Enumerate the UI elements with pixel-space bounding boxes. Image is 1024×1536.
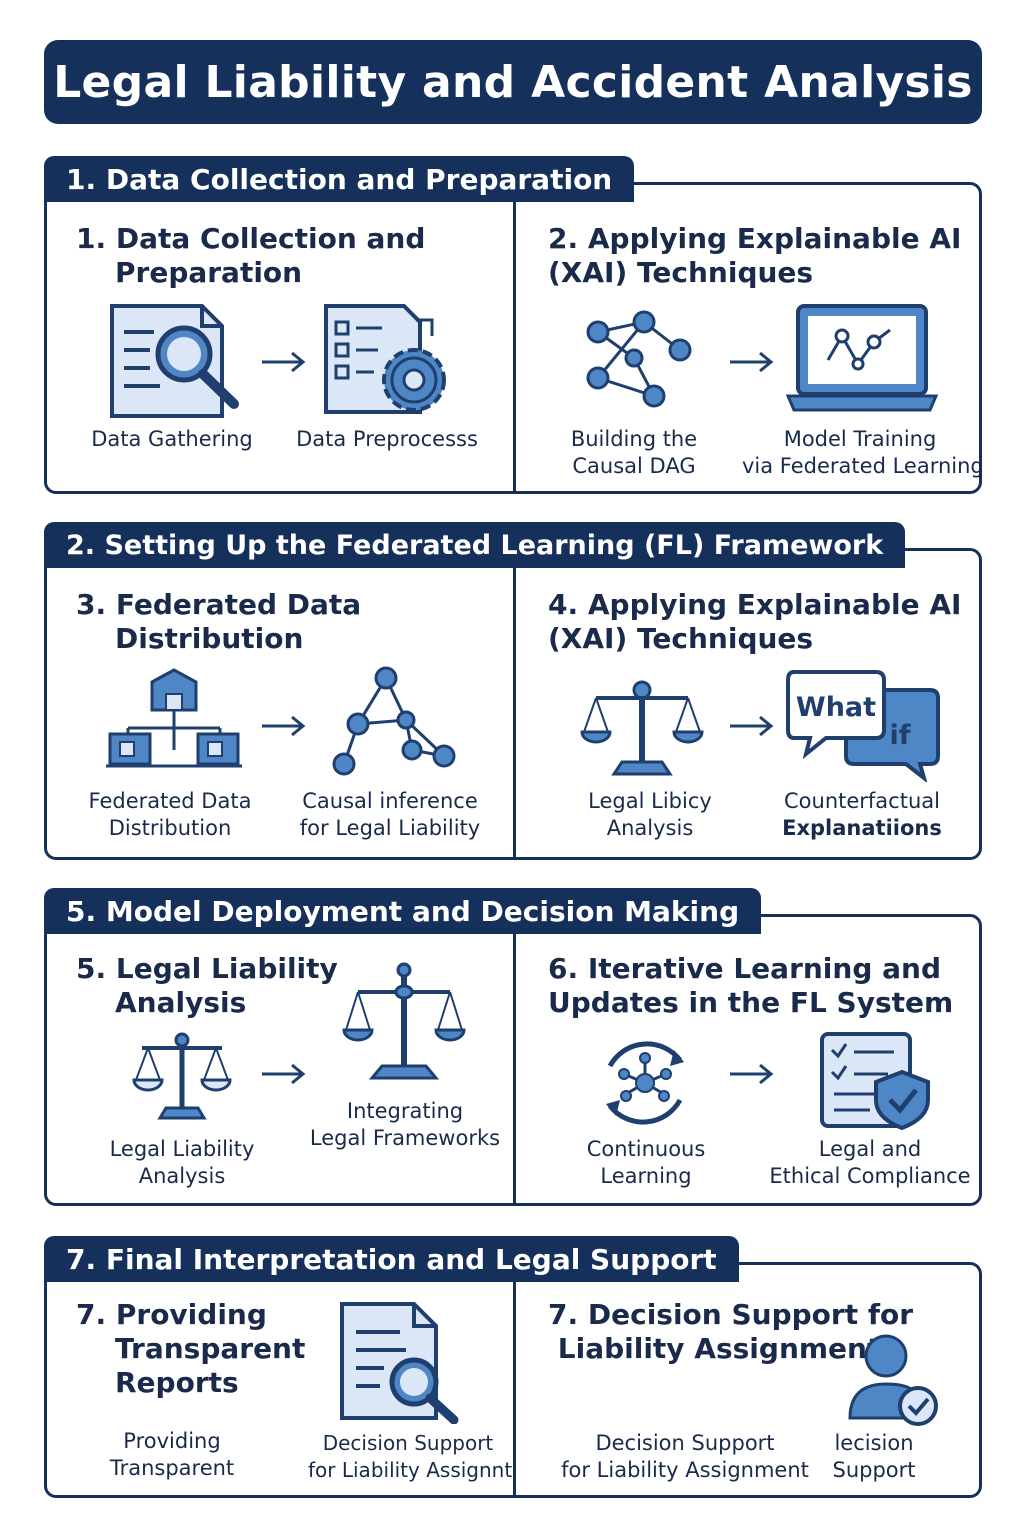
step-caption: Data Gathering <box>91 427 253 451</box>
step-caption: Building the Causal DAG <box>570 427 698 478</box>
step-caption: Federated Data Distribution <box>88 789 252 840</box>
step-caption: Decision Support for Liability Assignnt <box>308 1431 513 1482</box>
step-caption: Legal Libicy Analysis <box>588 789 712 840</box>
section-tab: 1. Data Collection and Preparation <box>44 156 635 202</box>
bubble-text-if: if <box>889 720 910 751</box>
step-caption: Decision Support for Liability Assignmen… <box>561 1431 809 1482</box>
step-heading: 6. Iterative Learning and Updates in the… <box>548 952 954 1019</box>
step-heading: 2. Applying Explainable AI (XAI) Techniq… <box>548 222 962 289</box>
step-heading: 7. Providing Transparent Reports <box>76 1298 306 1399</box>
step-caption: Legal and Ethical Compliance <box>769 1137 971 1188</box>
arrow-right-icon <box>730 1063 774 1085</box>
section-tab: 5. Model Deployment and Decision Making <box>44 888 762 934</box>
step-caption: Continuous Learning <box>586 1137 706 1188</box>
what-if-speech-bubbles-icon: What if <box>786 670 940 782</box>
section-tab: 2. Setting Up the Federated Learning (FL… <box>44 522 906 568</box>
step-heading: 5. Legal Liability Analysis <box>76 952 338 1019</box>
step-heading: 7. Decision Support for Liability Assign… <box>548 1298 914 1365</box>
section-final-interpretation: 7. Final Interpretation and Legal Suppor… <box>44 1236 982 1498</box>
panel-divider <box>513 1265 516 1495</box>
federated-buildings-icon <box>106 668 242 768</box>
step-caption: Model Training via Federated Learning <box>742 427 984 478</box>
step-heading: 1. Data Collection and Preparation <box>76 222 426 289</box>
user-check-icon <box>848 1334 938 1426</box>
step-caption: Integrating Legal Frameworks <box>309 1099 501 1150</box>
checklist-gear-icon <box>324 304 446 414</box>
laptop-chart-icon <box>786 304 938 412</box>
step-caption: Counterfactual <box>784 789 940 813</box>
arrow-right-icon <box>730 351 774 373</box>
network-graph-icon <box>332 666 456 776</box>
arrow-right-icon <box>730 715 774 737</box>
section-tab: 7. Final Interpretation and Legal Suppor… <box>44 1236 739 1282</box>
panel-divider <box>513 551 516 857</box>
page-title: Legal Liability and Accident Analysis <box>44 40 982 124</box>
step-caption: lecision Support <box>832 1431 916 1482</box>
panel-divider <box>513 185 516 491</box>
balance-scale-icon <box>342 962 466 1080</box>
balance-scale-icon <box>132 1032 232 1120</box>
panel-divider <box>513 917 516 1203</box>
step-heading: 3. Federated Data Distribution <box>76 588 362 655</box>
step-caption: Explanatiions <box>782 816 942 840</box>
balance-scale-icon <box>580 680 704 776</box>
arrow-right-icon <box>262 1063 306 1085</box>
report-search-icon <box>340 1302 459 1424</box>
arrow-right-icon <box>262 351 306 373</box>
bubble-text-what: What <box>796 692 876 723</box>
step-caption: Data Preprocesss <box>296 427 478 451</box>
continuous-learning-cycle-icon <box>606 1041 684 1125</box>
arrow-right-icon <box>262 715 306 737</box>
document-search-icon <box>110 304 239 418</box>
step-caption: Legal Liability Analysis <box>109 1137 255 1188</box>
causal-graph-icon <box>586 310 692 408</box>
section-panel <box>44 1262 982 1498</box>
step-caption: Causal inference for Legal Liability <box>299 789 481 840</box>
step-heading: 4. Applying Explainable AI (XAI) Techniq… <box>548 588 962 655</box>
step-caption: Providing Transparent <box>109 1429 235 1480</box>
compliance-checklist-shield-icon <box>820 1032 930 1130</box>
